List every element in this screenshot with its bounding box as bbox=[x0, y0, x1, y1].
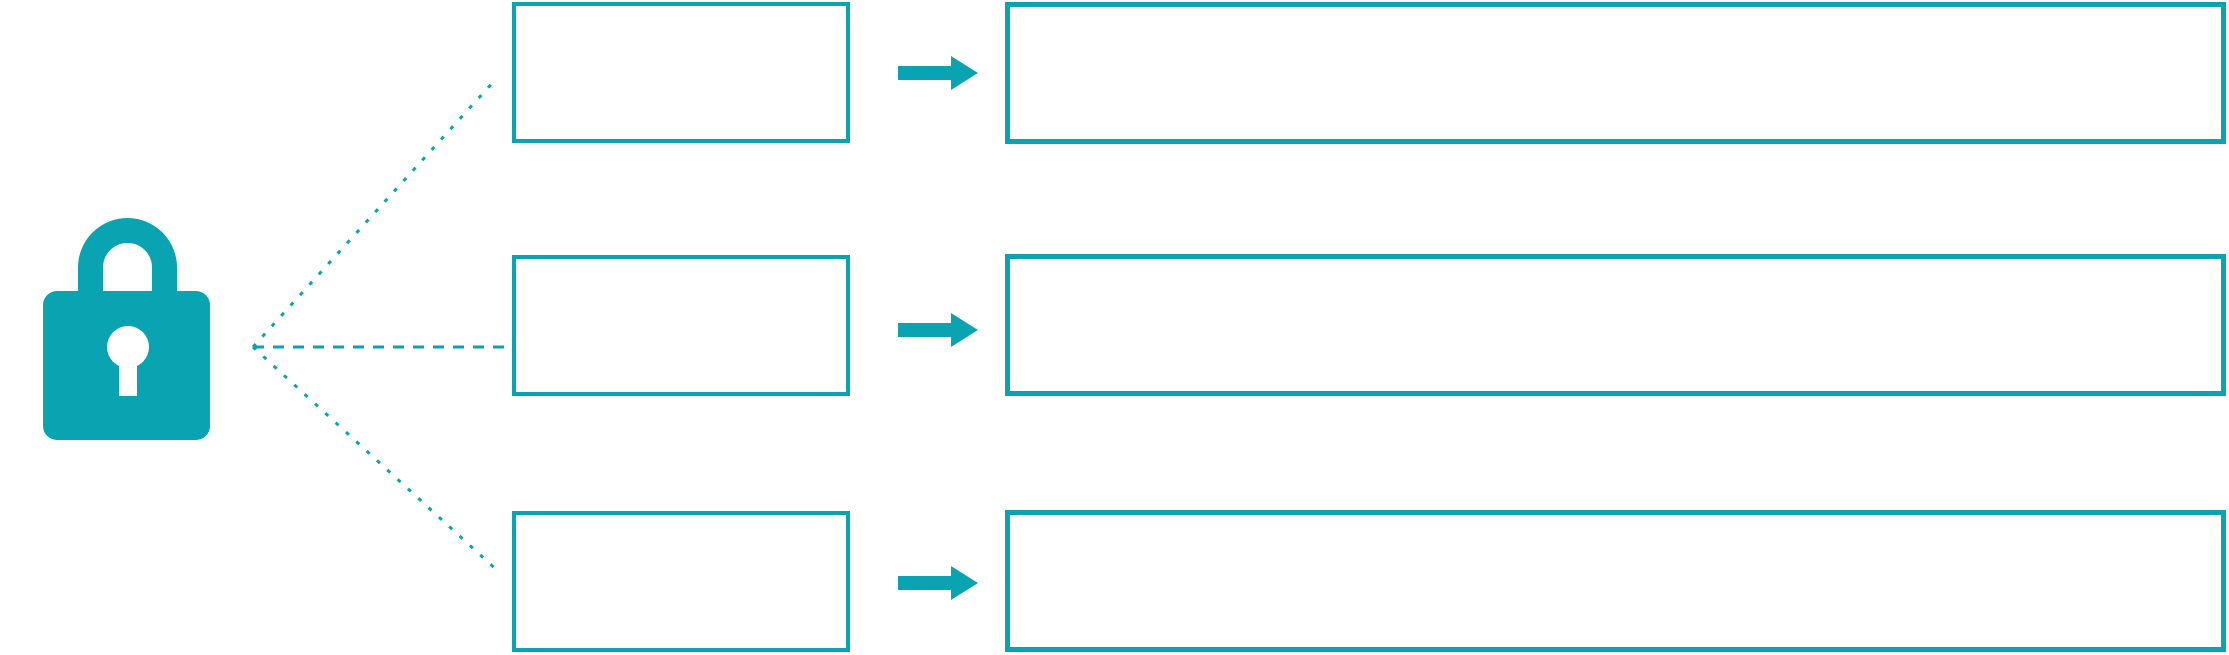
category-box-1 bbox=[512, 2, 850, 143]
category-box-2 bbox=[512, 255, 850, 396]
connector-line-top bbox=[251, 78, 497, 349]
padlock-icon bbox=[43, 218, 210, 440]
category-box-3 bbox=[512, 511, 850, 652]
arrow-right-icon bbox=[898, 313, 978, 347]
padlock-shackle bbox=[78, 218, 177, 302]
arrow-right-icon bbox=[898, 56, 978, 90]
detail-box-2 bbox=[1005, 254, 2226, 396]
padlock-keyhole-stem bbox=[119, 347, 137, 396]
detail-box-1 bbox=[1005, 2, 2226, 144]
arrow-right-icon bbox=[898, 566, 978, 600]
detail-box-3 bbox=[1005, 510, 2226, 652]
connector-line-bottom bbox=[251, 345, 502, 575]
